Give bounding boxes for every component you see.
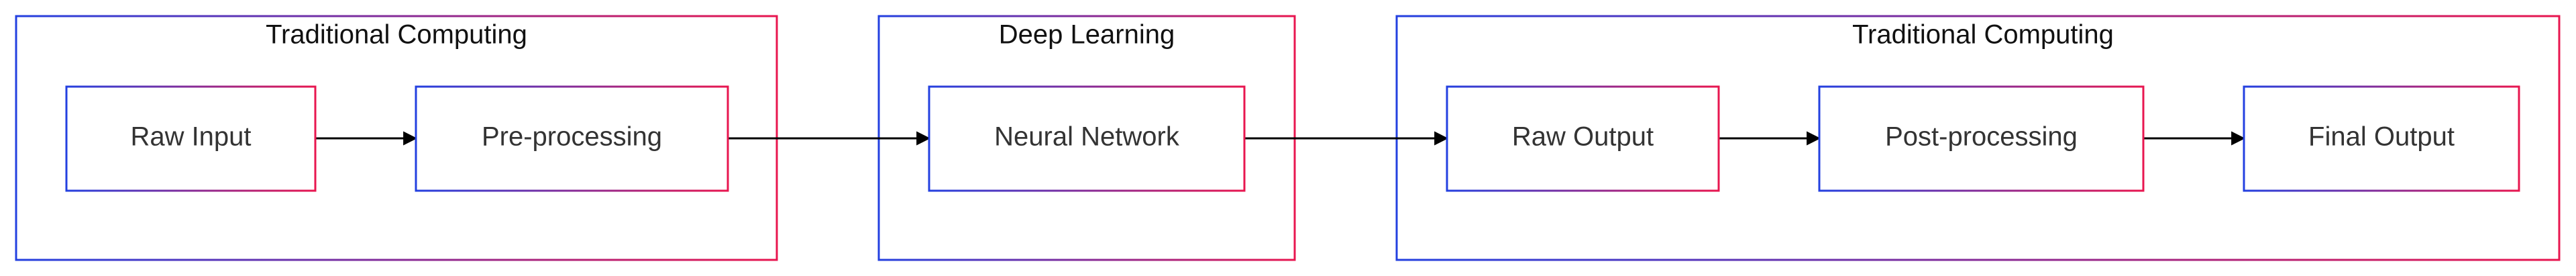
node-label: Post-processing xyxy=(1885,122,2078,152)
node-label: Raw Output xyxy=(1512,122,1654,152)
group-traditional-computing-input: Traditional Computing xyxy=(15,15,778,261)
node-box xyxy=(2243,85,2520,192)
node-box xyxy=(65,85,317,192)
node-box xyxy=(1446,85,1720,192)
node-box xyxy=(928,85,1246,192)
node-box xyxy=(415,85,729,192)
node-final-output: Final Output xyxy=(2243,85,2520,192)
node-raw-input: Raw Input xyxy=(65,85,317,192)
node-post-processing: Post-processing xyxy=(1818,85,2145,192)
node-label: Pre-processing xyxy=(482,122,662,152)
node-label: Raw Input xyxy=(130,122,251,152)
group-title: Traditional Computing xyxy=(266,20,527,50)
group-title: Deep Learning xyxy=(999,20,1175,50)
group-title: Traditional Computing xyxy=(1852,20,2114,50)
node-label: Final Output xyxy=(2308,122,2455,152)
node-label: Neural Network xyxy=(994,122,1180,152)
node-raw-output: Raw Output xyxy=(1446,85,1720,192)
node-neural-network: Neural Network xyxy=(928,85,1246,192)
node-box xyxy=(1818,85,2145,192)
node-pre-processing: Pre-processing xyxy=(415,85,729,192)
